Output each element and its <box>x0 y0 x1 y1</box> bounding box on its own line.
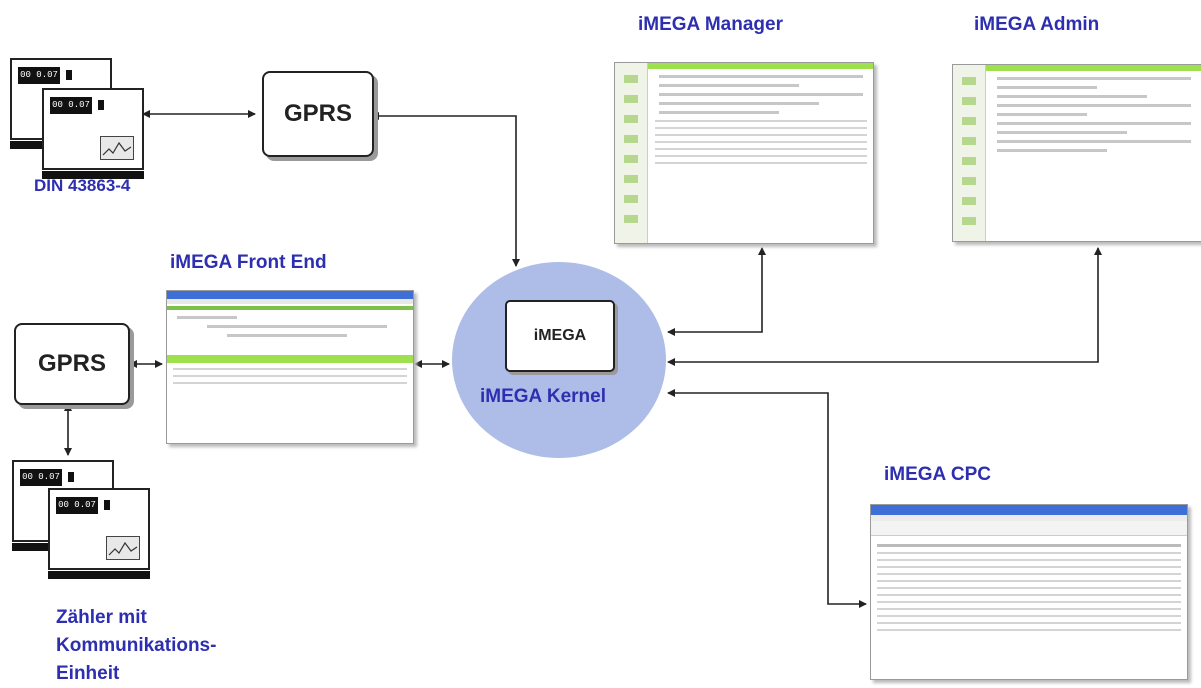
cpc-screenshot <box>870 504 1188 680</box>
meter-display: 00 0.07 <box>56 497 98 514</box>
kernel-label: iMEGA Kernel <box>480 386 606 407</box>
meter-indicator <box>66 70 72 80</box>
zaehler-line-3: Einheit <box>56 663 120 684</box>
meter-display: 00 0.07 <box>18 67 60 84</box>
meter-display: 00 0.07 <box>20 469 62 486</box>
meter-indicator <box>98 100 104 110</box>
meter-base <box>42 171 144 179</box>
arrow-kernel-manager <box>667 247 766 336</box>
sidebar <box>953 65 986 241</box>
manager-label: iMEGA Manager <box>638 14 783 35</box>
arrow-kernel-admin <box>667 247 1102 366</box>
zaehler-line-2: Kommunikations- <box>56 635 217 656</box>
arrow-kernel-cpc <box>667 389 867 608</box>
cpc-label: iMEGA CPC <box>884 464 991 485</box>
kernel-box: iMEGA <box>505 300 615 372</box>
meter-indicator <box>104 500 110 510</box>
zaehler-label: Zähler mit Kommunikations- Einheit <box>56 604 216 688</box>
manager-screenshot <box>614 62 874 244</box>
sidebar <box>615 63 648 243</box>
meter-base <box>48 571 150 579</box>
admin-screenshot <box>952 64 1201 242</box>
gprs-node-top: GPRS <box>262 71 374 157</box>
front-end-screenshot <box>166 290 414 444</box>
zaehler-line-1: Zähler mit <box>56 607 147 628</box>
admin-label: iMEGA Admin <box>974 14 1100 35</box>
meter-graph-icon <box>106 536 140 560</box>
gprs-node-left: GPRS <box>14 323 130 405</box>
din-label: DIN 43863-4 <box>34 176 131 195</box>
titlebar <box>167 291 413 299</box>
meter-display: 00 0.07 <box>50 97 92 114</box>
front-end-label: iMEGA Front End <box>170 252 327 273</box>
meter-top-front: 00 0.07 <box>42 88 144 179</box>
titlebar <box>871 505 1187 515</box>
arrow-gprs-kernel <box>371 112 520 267</box>
meter-bottom-front: 00 0.07 <box>48 488 150 579</box>
meter-graph-icon <box>100 136 134 160</box>
meter-indicator <box>68 472 74 482</box>
